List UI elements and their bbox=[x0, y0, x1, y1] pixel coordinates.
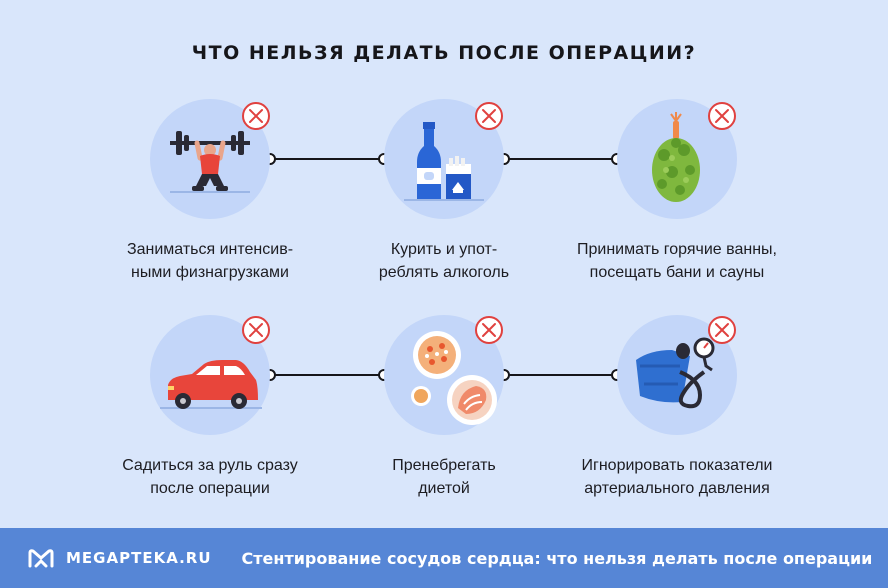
logo-text: MEGAPTEKA.RU bbox=[66, 549, 212, 567]
caption-line: Садиться за руль сразу bbox=[122, 457, 298, 474]
cross-icon bbox=[242, 316, 270, 344]
caption-item-5: Пренебрегать диетой bbox=[329, 454, 559, 500]
weightlifter-icon bbox=[170, 131, 250, 193]
cross-icon bbox=[475, 102, 503, 130]
footer-bar: MEGAPTEKA.RU Стентирование сосудов сердц… bbox=[0, 528, 888, 588]
page-title: ЧТО НЕЛЬЗЯ ДЕЛАТЬ ПОСЛЕ ОПЕРАЦИИ? bbox=[191, 42, 697, 64]
caption-line: ными физнагрузками bbox=[131, 264, 289, 281]
blood-pressure-monitor-icon bbox=[636, 337, 715, 409]
bottle-cigarettes-icon bbox=[404, 122, 484, 201]
megapteka-logo-icon bbox=[28, 549, 54, 568]
logo[interactable]: MEGAPTEKA.RU bbox=[28, 548, 212, 568]
caption-line: Пренебрегать bbox=[392, 457, 496, 474]
caption-line: диетой bbox=[418, 480, 470, 497]
footer-caption: Стентирование сосудов сердца: что нельзя… bbox=[241, 548, 873, 568]
caption-line: артериального давления bbox=[584, 480, 770, 497]
caption-item-3: Принимать горячие ванны, посещать бани и… bbox=[557, 238, 797, 284]
caption-item-1: Заниматься интенсив- ными физнагрузками bbox=[95, 238, 325, 284]
caption-item-4: Садиться за руль сразу после операции bbox=[95, 454, 325, 500]
caption-line: Принимать горячие ванны, bbox=[577, 241, 777, 258]
caption-line: реблять алкоголь bbox=[378, 264, 510, 281]
caption-item-6: Игнорировать показатели артериального да… bbox=[557, 454, 797, 500]
caption-line: Курить и упот- bbox=[390, 241, 498, 258]
caption-line: Заниматься интенсив- bbox=[126, 241, 294, 258]
cross-icon bbox=[475, 316, 503, 344]
caption-item-2: Курить и упот- реблять алкоголь bbox=[329, 238, 559, 284]
caption-line: после операции bbox=[150, 480, 270, 497]
cross-icon bbox=[708, 102, 736, 130]
sauna-broom-icon bbox=[652, 112, 700, 202]
car-icon bbox=[160, 360, 262, 409]
food-plates-icon bbox=[411, 331, 497, 425]
cross-icon bbox=[242, 102, 270, 130]
caption-line: Игнорировать показатели bbox=[581, 457, 773, 474]
icon-circle-2 bbox=[384, 99, 504, 219]
caption-line: посещать бани и сауны bbox=[589, 264, 765, 281]
cross-icon bbox=[708, 316, 736, 344]
